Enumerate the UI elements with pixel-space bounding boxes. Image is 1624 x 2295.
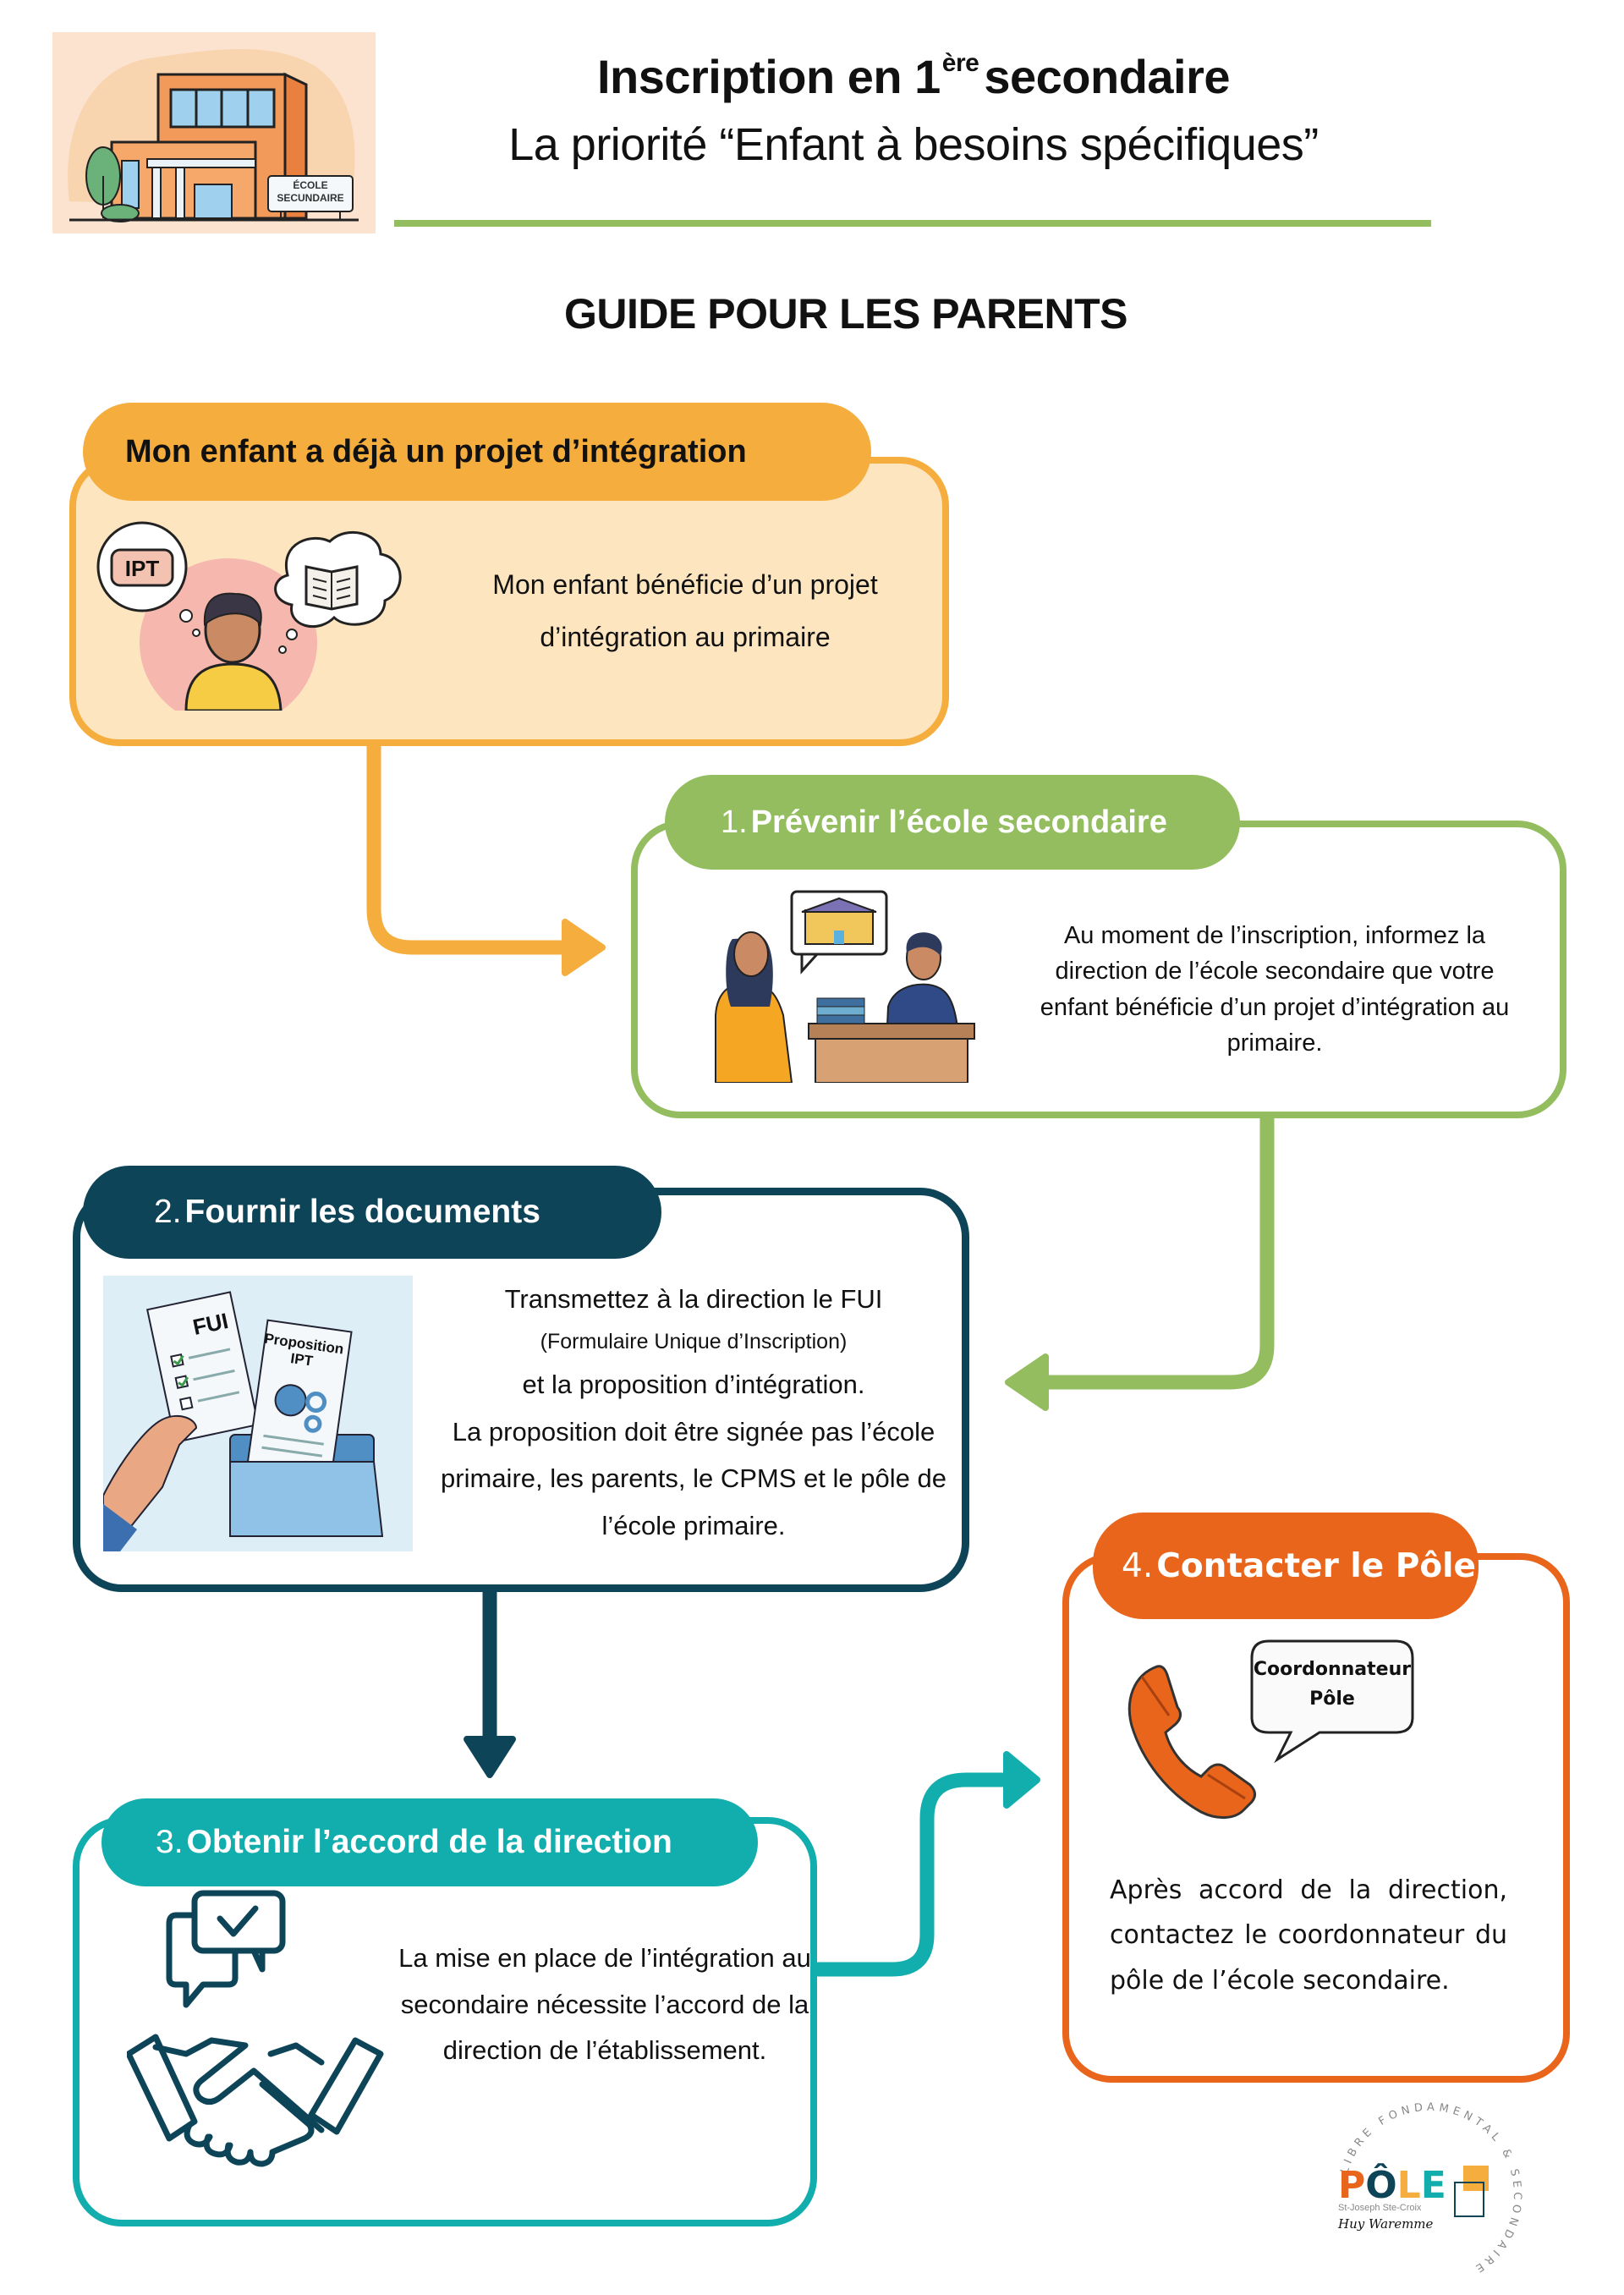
phone-icon: Coordonnateur Pôle bbox=[1116, 1633, 1421, 1836]
step2-text: Transmettez à la direction le FUI (Formu… bbox=[431, 1276, 956, 1550]
step3-number: 3. bbox=[156, 1824, 184, 1860]
page-subtitle: La priorité “Enfant à besoins spécifique… bbox=[508, 119, 1319, 170]
intro-text: Mon enfant bénéficie d’un projet d’intég… bbox=[492, 569, 878, 653]
step2-text-line3: La proposition doit être signée pas l’éc… bbox=[441, 1416, 946, 1541]
guide-title: GUIDE POUR LES PARENTS bbox=[564, 290, 1127, 338]
step4-text: Après accord de la direction, contactez … bbox=[1110, 1875, 1507, 1996]
intro-heading: Mon enfant a déjà un projet d’intégratio… bbox=[83, 403, 871, 501]
arrowhead-step2 bbox=[464, 1736, 516, 1778]
step3-heading: 3. Obtenir l’accord de la direction bbox=[102, 1798, 758, 1886]
step3-text: La mise en place de l’intégration au sec… bbox=[398, 1943, 811, 2066]
coordinator-bubble: Coordonnateur Pôle bbox=[1252, 1655, 1413, 1714]
arrowhead-intro bbox=[562, 919, 606, 976]
step2-number: 2. bbox=[154, 1194, 182, 1230]
documents-folder-icon: FUI Proposition IPT bbox=[102, 1276, 413, 1551]
step1-number: 1. bbox=[721, 804, 748, 840]
pole-sub2: Huy Waremme bbox=[1338, 2216, 1434, 2232]
bubble-line2: Pôle bbox=[1309, 1688, 1355, 1710]
svg-text:PÔLE: PÔLE bbox=[1338, 2162, 1446, 2207]
school-building-icon bbox=[68, 49, 359, 222]
step4-number: 4. bbox=[1122, 1546, 1154, 1585]
parent-meeting-director-icon bbox=[707, 888, 978, 1084]
connector-step3-to-step4 bbox=[809, 1772, 1019, 1977]
connector-intro-to-step1 bbox=[366, 738, 583, 955]
logo-sign-line2: SECUNDAIRE bbox=[277, 192, 344, 204]
step1-text: Au moment de l’inscription, informez la … bbox=[1040, 922, 1510, 1057]
step1-heading: 1. Prévenir l’école secondaire bbox=[665, 775, 1240, 870]
step2-text-fui-expansion: (Formulaire Unique d’Inscription) bbox=[540, 1329, 848, 1353]
step4-title: Contacter le Pôle bbox=[1156, 1546, 1476, 1585]
header-divider bbox=[394, 220, 1431, 227]
step2-heading: 2. Fournir les documents bbox=[83, 1166, 661, 1259]
step4-heading: 4. Contacter le Pôle bbox=[1093, 1513, 1479, 1619]
step2-text-line1: Transmettez à la direction le FUI bbox=[504, 1284, 883, 1314]
step1-title: Prévenir l’école secondaire bbox=[750, 804, 1167, 840]
step2-text-line2: et la proposition d’intégration. bbox=[522, 1369, 865, 1399]
connector-step1-to-step2 bbox=[1029, 1111, 1275, 1390]
handshake-approval-icon bbox=[125, 1885, 389, 2172]
step3-title: Obtenir l’accord de la direction bbox=[186, 1824, 672, 1860]
arrowhead-step1 bbox=[1005, 1353, 1049, 1411]
school-building-logo: ÉCOLE SECUNDAIRE bbox=[52, 32, 376, 233]
arrowhead-step3 bbox=[1003, 1751, 1040, 1809]
pole-sub1: St-Joseph Ste-Croix bbox=[1338, 2203, 1422, 2213]
bubble-line1: Coordonnateur bbox=[1253, 1659, 1412, 1680]
title-suffix: secondaire bbox=[984, 50, 1231, 103]
step2-title: Fournir les documents bbox=[184, 1194, 540, 1230]
child-thinking-icon: IPT bbox=[85, 516, 440, 727]
ipt-badge: IPT bbox=[124, 556, 160, 581]
pole-logo: LIBRE FONDAMENTAL & SECONDAIRE PÔLE St-J… bbox=[1320, 2098, 1539, 2292]
logo-sign-line1: ÉCOLE bbox=[293, 179, 328, 191]
title-prefix: Inscription en 1 bbox=[596, 50, 941, 103]
title-superscript: ère bbox=[941, 49, 979, 77]
